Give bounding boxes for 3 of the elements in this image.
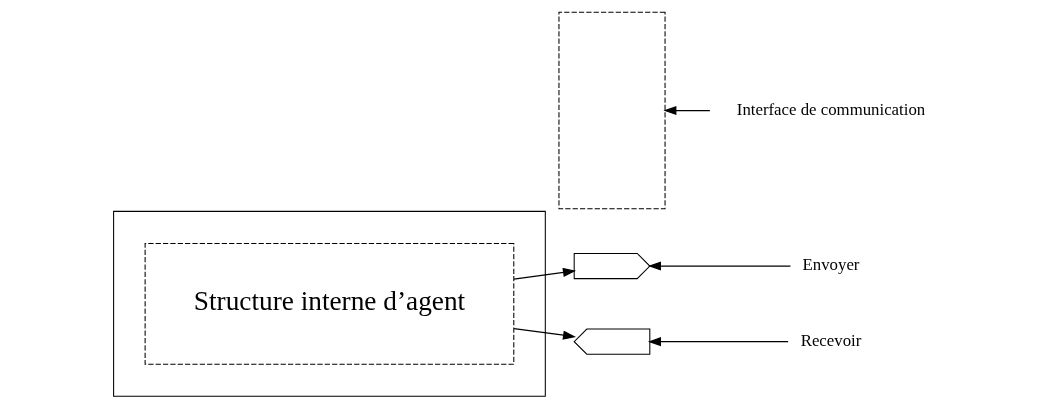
- node-text: Interface de communication: [736, 99, 925, 119]
- node-text: Envoyer: [802, 255, 859, 274]
- node-text: Recevoir: [800, 330, 861, 350]
